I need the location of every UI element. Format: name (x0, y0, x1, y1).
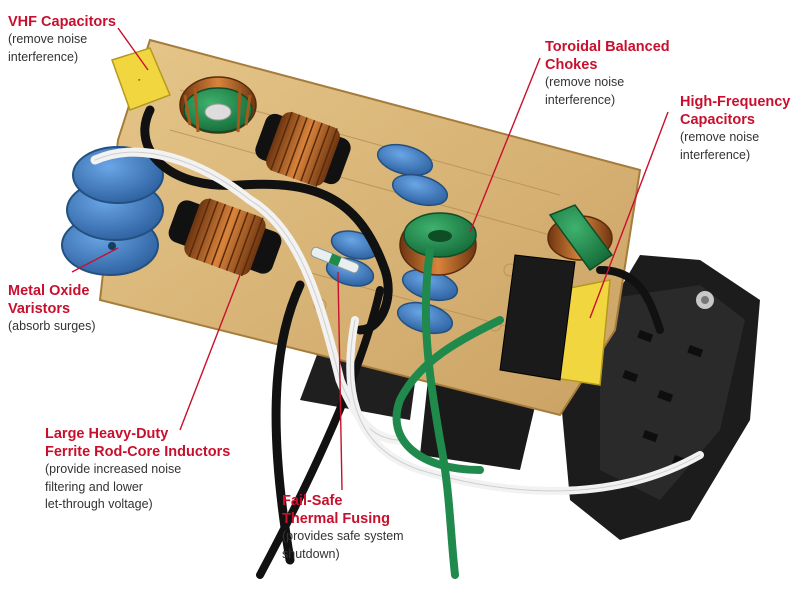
label-desc: (remove noise (8, 32, 88, 47)
label-title: Capacitors (680, 112, 755, 129)
label-desc: filtering and lower (45, 479, 143, 494)
label-desc: (remove noise (545, 75, 625, 90)
label-high-frequency-capacitors: High-Frequency Capacitors (remove noise … (680, 93, 790, 164)
label-title: Varistors (8, 301, 71, 318)
label-desc: (provide increased noise (45, 462, 182, 477)
metal-oxide-varistor-stack (61, 146, 164, 276)
vhf-capacitor: ▪ (111, 47, 171, 111)
label-title: Toroidal Balanced (545, 39, 670, 55)
svg-text:▪: ▪ (138, 77, 141, 84)
wires (90, 105, 704, 579)
label-desc: interference) (8, 49, 79, 64)
label-title: Ferrite Rod-Core Inductors (45, 444, 231, 461)
label-title: Thermal Fusing (282, 511, 390, 528)
rod-core-inductor-bottom (168, 198, 282, 277)
toroidal-choke-middle (399, 212, 477, 276)
leader-inductors (179, 274, 241, 431)
leader-toroidal (469, 57, 541, 233)
rod-core-inductor-top (255, 111, 351, 187)
toroidal-choke-top (179, 76, 257, 134)
label-desc: (absorb surges) (8, 319, 96, 334)
label-desc: let-through voltage) (45, 497, 153, 512)
label-desc: interference) (545, 92, 616, 107)
toroidal-choke-right (547, 204, 614, 272)
label-title: High-Frequency (680, 94, 791, 110)
label-toroidal-chokes: Toroidal Balanced Chokes (remove noise i… (545, 38, 670, 109)
label-desc: interference) (680, 147, 751, 162)
label-desc: (remove noise (680, 130, 760, 145)
circuit-board (98, 38, 642, 417)
thermal-fuse (310, 246, 360, 274)
label-desc: shutdown) (282, 546, 340, 561)
leader-mov (71, 247, 119, 273)
label-title: Large Heavy-Duty (45, 426, 169, 442)
label-title: VHF Capacitors (8, 14, 116, 30)
label-desc: (provides safe system (282, 529, 404, 544)
label-vhf-capacitors: VHF Capacitors (remove noise interferenc… (8, 13, 116, 66)
label-title: Chokes (545, 57, 598, 74)
leader-lines (71, 27, 669, 491)
relay-block (499, 254, 576, 381)
leader-highfreq (589, 111, 669, 319)
leader-vhf (117, 27, 149, 71)
label-thermal-fusing: Fail-Safe Thermal Fusing (provides safe … (282, 492, 404, 563)
label-metal-oxide-varistors: Metal Oxide Varistors (absorb surges) (8, 282, 96, 336)
label-title: Fail-Safe (282, 493, 343, 509)
label-rod-core-inductors: Large Heavy-Duty Ferrite Rod-Core Induct… (45, 425, 230, 514)
label-title: Metal Oxide (8, 283, 90, 299)
leader-fuse (337, 271, 343, 491)
